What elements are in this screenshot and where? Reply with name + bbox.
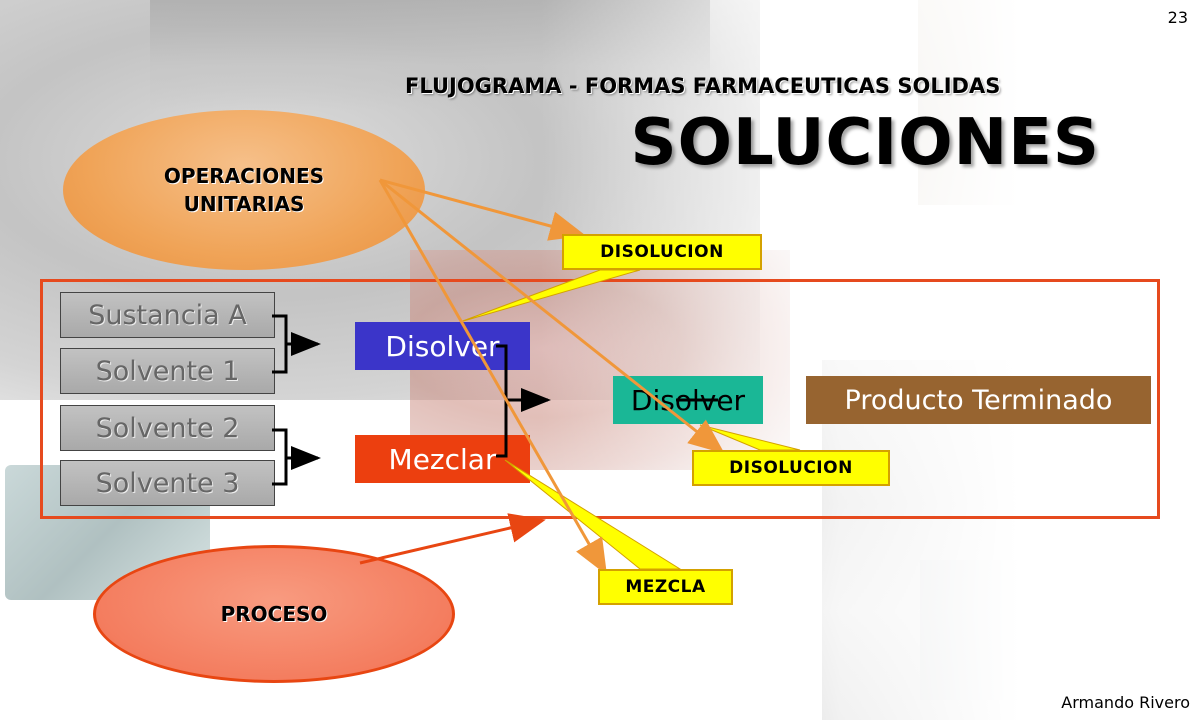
- input-solvente-1: Solvente 1: [60, 348, 275, 394]
- input-solvente-3: Solvente 3: [60, 460, 275, 506]
- input-solvente-2: Solvente 2: [60, 405, 275, 451]
- label-dissolution-1: DISOLUCION: [562, 234, 762, 270]
- step-mix: Mezclar: [355, 435, 530, 483]
- process-oval: PROCESO: [93, 545, 455, 683]
- step-finished-product: Producto Terminado: [806, 376, 1151, 424]
- operations-oval-label: OPERACIONES UNITARIAS: [163, 164, 325, 216]
- author-credit: Armando Rivero: [1061, 693, 1190, 712]
- slide-title: SOLUCIONES: [630, 106, 1100, 180]
- step-dissolve-2: Disolver: [613, 376, 763, 424]
- step-dissolve-1: Disolver: [355, 322, 530, 370]
- input-sustancia-a: Sustancia A: [60, 292, 275, 338]
- slide-subtitle: FLUJOGRAMA - FORMAS FARMACEUTICAS SOLIDA…: [405, 74, 1001, 98]
- page-number: 23: [1167, 8, 1188, 27]
- operations-oval: OPERACIONES UNITARIAS: [63, 110, 425, 270]
- label-mixture: MEZCLA: [598, 569, 733, 605]
- label-dissolution-2: DISOLUCION: [692, 450, 890, 486]
- process-oval-label: PROCESO: [220, 602, 328, 626]
